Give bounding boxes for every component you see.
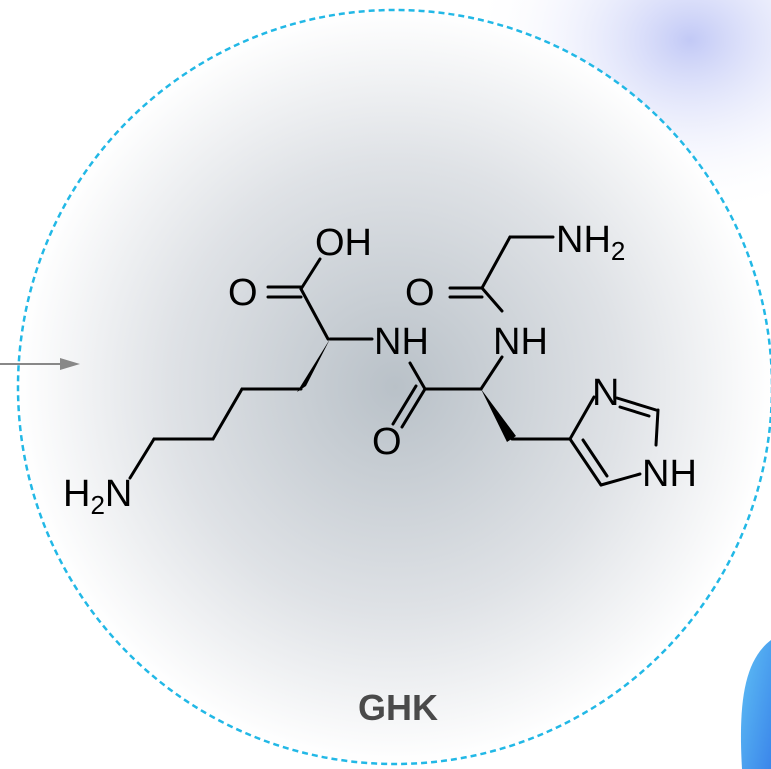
molecule-bonds [128, 235, 660, 487]
wedge-bond [481, 389, 516, 442]
amide-o-label: O [372, 421, 402, 463]
wedge-bond [297, 339, 330, 392]
h2n-n: N [105, 473, 132, 515]
h2n-sub: 2 [90, 490, 104, 520]
ring-n-label: N [592, 372, 619, 414]
oh-label: OH [315, 222, 372, 264]
diagram-title: GHK [358, 687, 438, 728]
nh-left-label: NH [374, 321, 429, 363]
gly-o-label: O [405, 272, 435, 314]
ring-nh-label: NH [642, 453, 697, 495]
nh2-gly-sub: 2 [611, 236, 625, 266]
corner-badge [740, 640, 771, 769]
h2n-h: H [63, 473, 90, 515]
acid-o-label: O [228, 272, 258, 314]
molecule-circle [16, 8, 771, 766]
nh-gly-label: NH [493, 321, 548, 363]
arrow-icon [0, 358, 80, 370]
h2n-label: H2N [63, 473, 132, 520]
nh2-gly-label: NH2 [556, 219, 625, 266]
nh2-gly-main: NH [556, 219, 611, 261]
